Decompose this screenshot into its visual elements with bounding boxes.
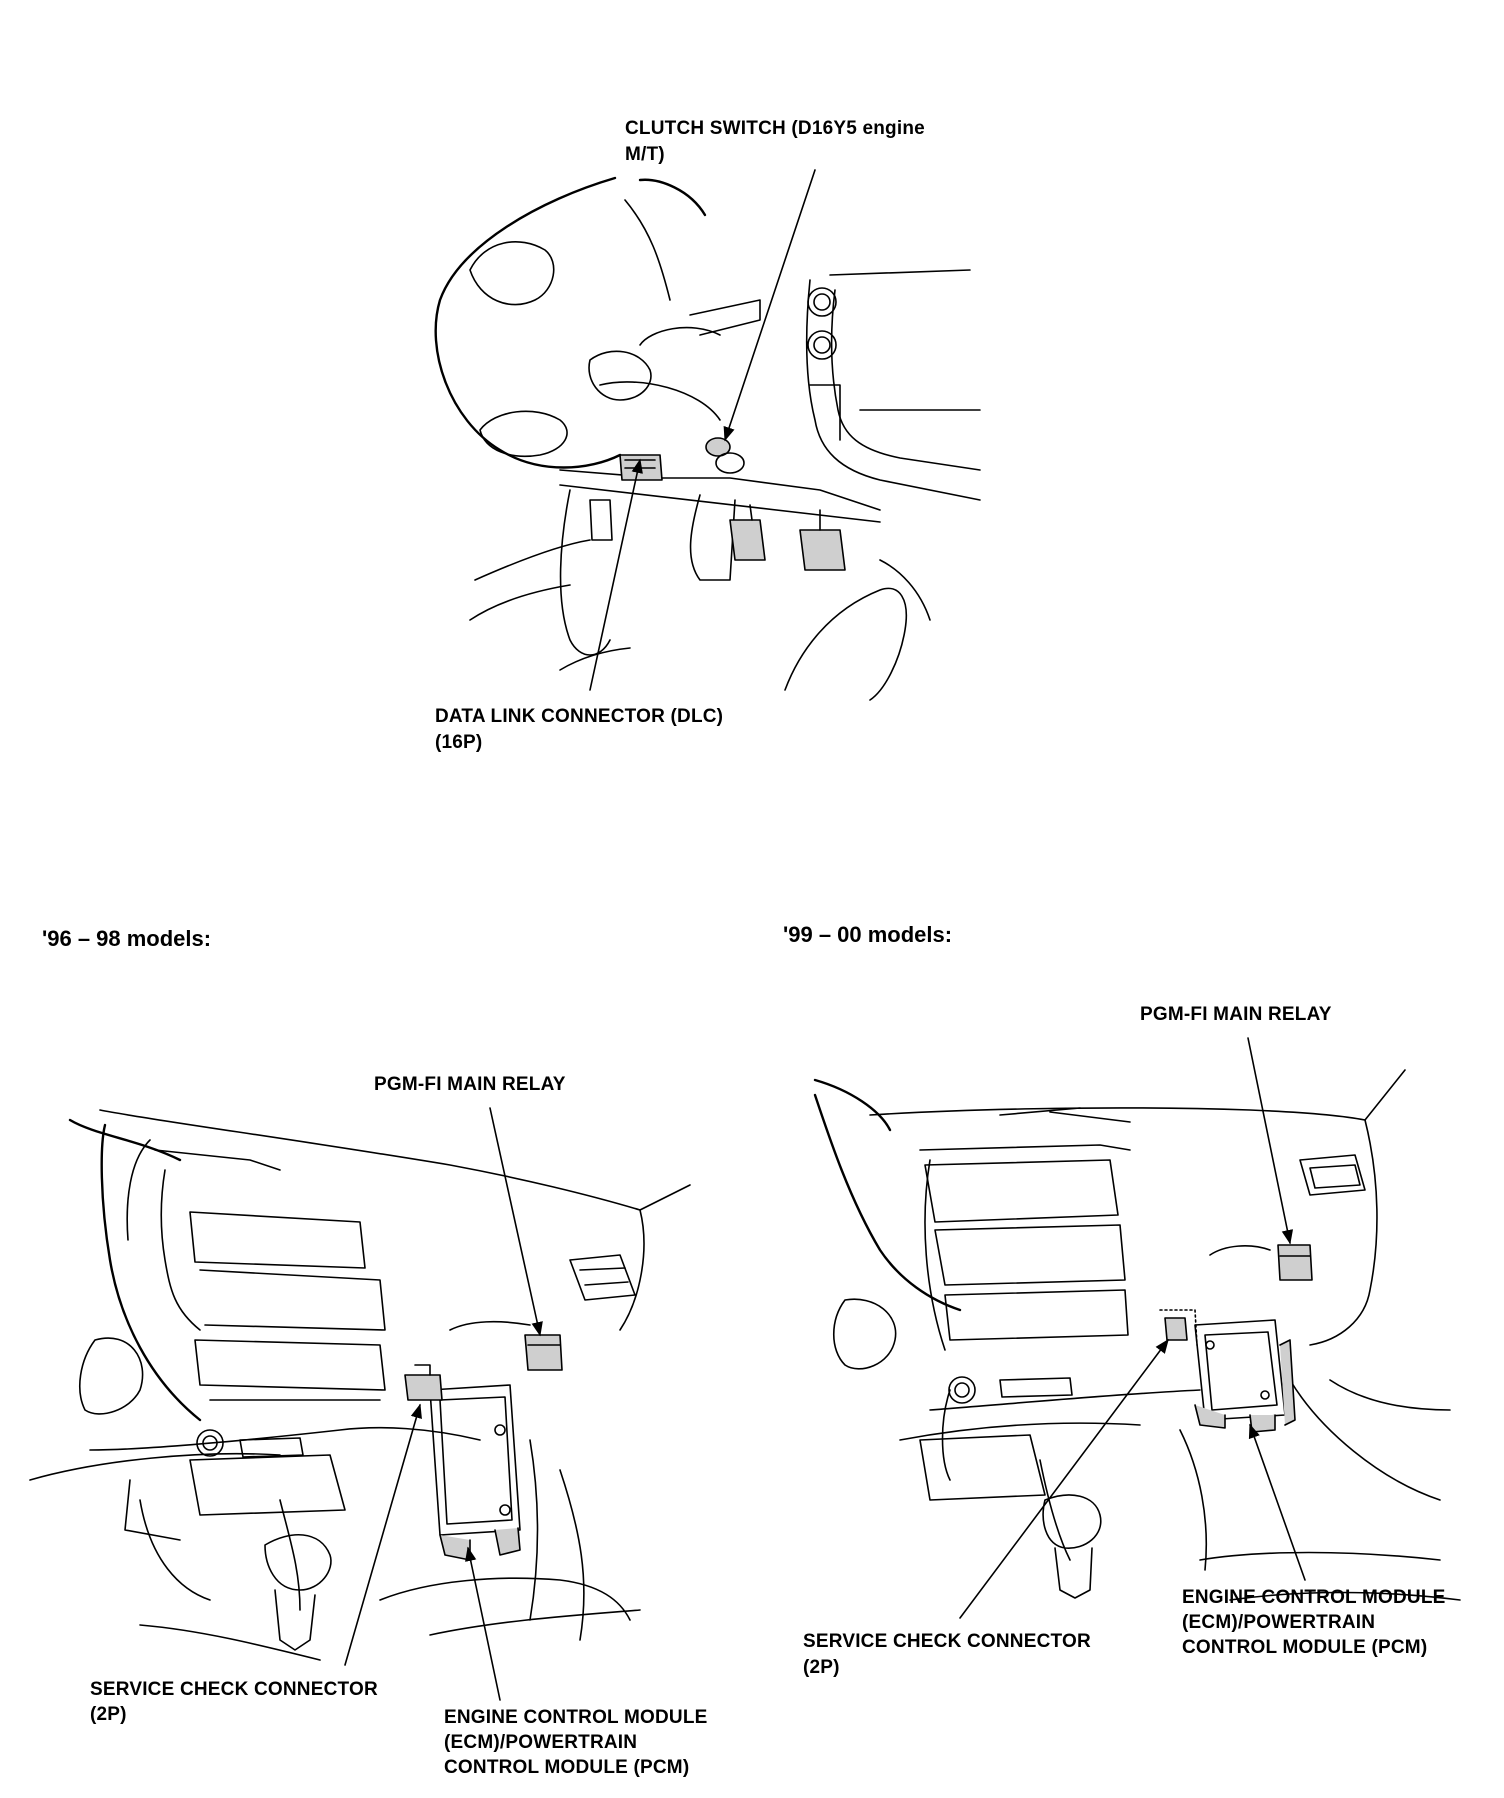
- lower-dash: [469, 469, 931, 701]
- center-console: [805, 269, 981, 501]
- right-dash-outline: [813, 1069, 1461, 1601]
- dlc-label-line1: DATA LINK CONNECTOR (DLC): [435, 706, 724, 727]
- left-service-check-label-line1: SERVICE CHECK CONNECTOR: [90, 1679, 378, 1700]
- right-main-relay-label: PGM-FI MAIN RELAY: [1140, 1004, 1332, 1025]
- left-figure-heading: '96 – 98 models:: [42, 926, 212, 951]
- right-service-check-part: [1159, 1309, 1198, 1346]
- dlc-label-line2: (16P): [435, 732, 483, 753]
- right-ecm-label-line3: CONTROL MODULE (PCM): [1182, 1637, 1428, 1658]
- left-ecm-label-line3: CONTROL MODULE (PCM): [444, 1757, 690, 1778]
- left-ecm-part: [429, 1384, 521, 1561]
- left-main-relay-part: [524, 1334, 563, 1371]
- left-service-check-part: [404, 1364, 443, 1401]
- clutch-switch-label-line1: CLUTCH SWITCH (D16Y5 engine: [625, 118, 925, 139]
- left-ecm-label-line1: ENGINE CONTROL MODULE: [444, 1707, 708, 1728]
- steering-wheel: [434, 176, 761, 469]
- left-ecm-label-line2: (ECM)/POWERTRAIN: [444, 1732, 638, 1753]
- right-main-relay-part: [1277, 1244, 1313, 1281]
- right-ecm-label-line2: (ECM)/POWERTRAIN: [1182, 1612, 1376, 1633]
- right-figure-heading: '99 – 00 models:: [783, 922, 953, 947]
- left-service-check-label-line2: (2P): [90, 1704, 127, 1725]
- right-service-check-label-line2: (2P): [803, 1657, 840, 1678]
- left-main-relay-label: PGM-FI MAIN RELAY: [374, 1074, 566, 1095]
- clutch-switch-label-line2: M/T): [625, 144, 665, 165]
- right-ecm-part: [1194, 1319, 1296, 1433]
- clutch-switch-part: [705, 437, 745, 474]
- left-dash-outline: [29, 1109, 691, 1661]
- right-ecm-label-line1: ENGINE CONTROL MODULE: [1182, 1587, 1446, 1608]
- right-service-check-label-line1: SERVICE CHECK CONNECTOR: [803, 1631, 1091, 1652]
